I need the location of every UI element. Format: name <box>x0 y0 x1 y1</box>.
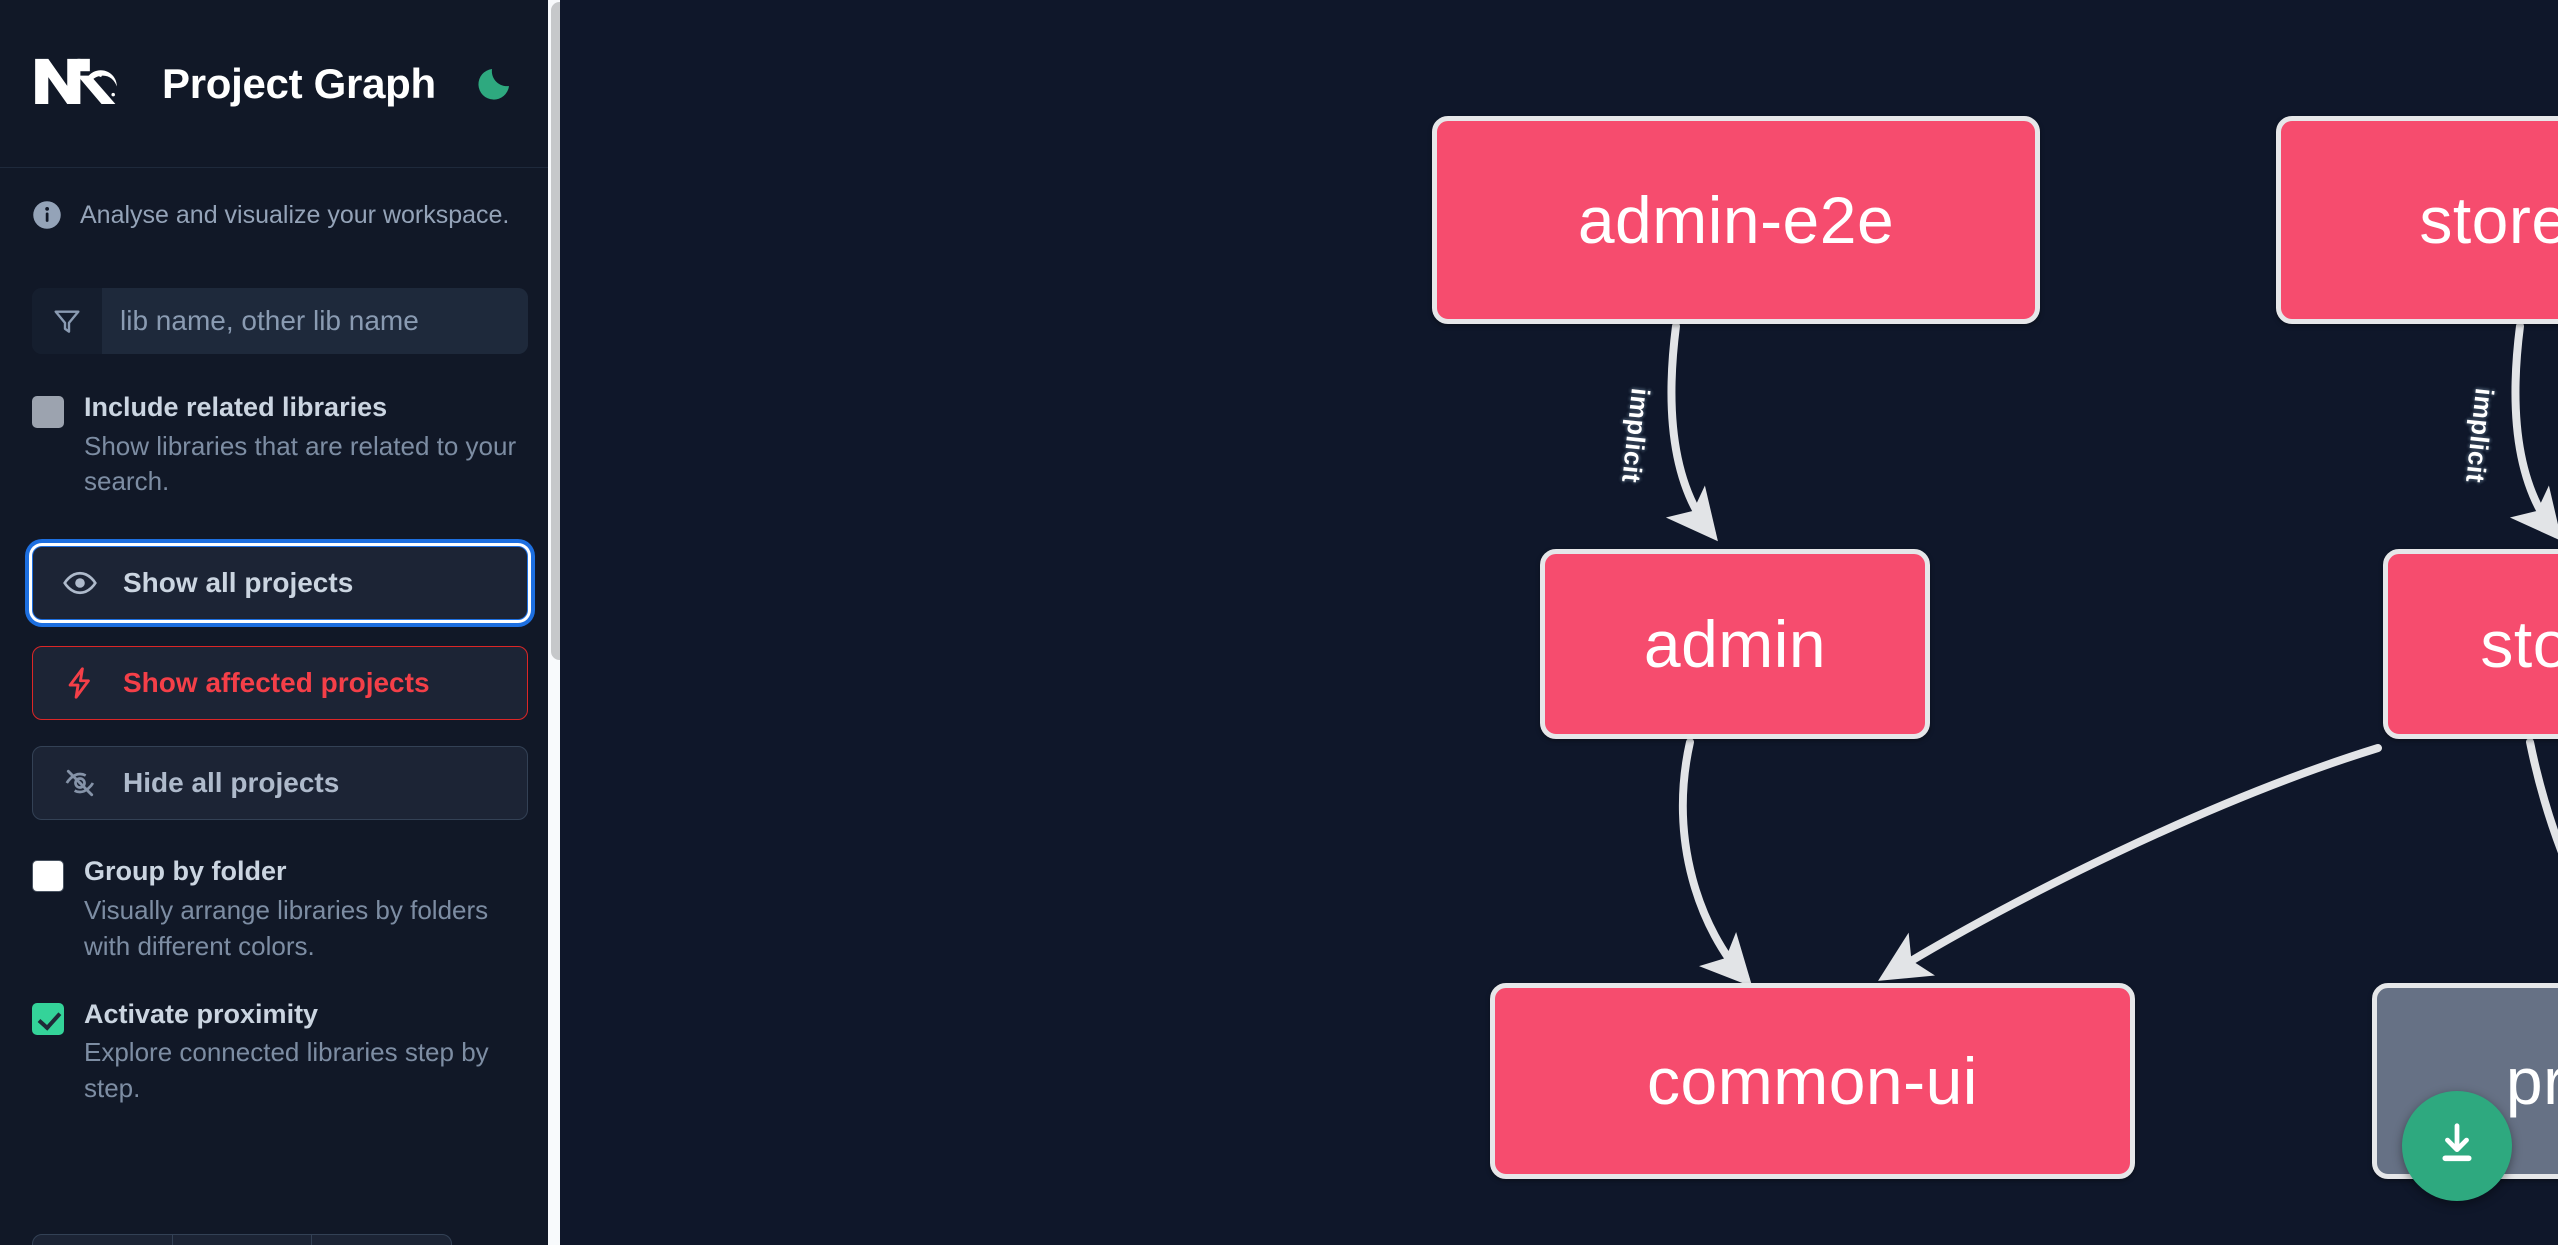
option-description: Explore connected libraries step by step… <box>84 1037 489 1104</box>
graph-canvas[interactable]: implicit implicit admin-e2e store-e2e ad… <box>560 0 2558 1245</box>
eye-off-icon <box>61 764 99 802</box>
node-label: store <box>2480 607 2558 681</box>
proximity-step-option[interactable] <box>33 1235 173 1245</box>
node-label: admin <box>1643 607 1827 681</box>
option-text: Group by folder Visually arrange librari… <box>84 854 528 964</box>
sidebar-header: Project Graph <box>0 0 560 168</box>
sidebar-scrollbar[interactable] <box>548 0 560 1245</box>
graph-node-store[interactable]: store <box>2383 549 2558 739</box>
group-by-folder-checkbox[interactable] <box>32 860 64 893</box>
show-affected-projects-label: Show affected projects <box>123 667 430 699</box>
download-icon <box>2431 1118 2483 1175</box>
sidebar-scroll-region: Project Graph Analyse and visualize yo <box>0 0 560 1245</box>
node-label: admin-e2e <box>1577 183 1895 257</box>
lightning-icon <box>61 664 99 702</box>
activate-proximity-checkbox[interactable] <box>32 1002 64 1035</box>
sidebar-scrollbar-thumb[interactable] <box>551 2 560 660</box>
option-group-by-folder[interactable]: Group by folder Visually arrange librari… <box>0 854 560 964</box>
proximity-step-option[interactable] <box>312 1235 451 1245</box>
show-affected-projects-button[interactable]: Show affected projects <box>32 646 528 721</box>
filter-icon <box>32 288 102 354</box>
nx-logo-icon <box>32 53 120 115</box>
download-graph-button[interactable] <box>2402 1091 2512 1201</box>
option-description: Visually arrange libraries by folders wi… <box>84 894 489 961</box>
node-label: products <box>2505 1044 2558 1118</box>
node-label: store-e2e <box>2419 183 2558 257</box>
hide-all-projects-label: Hide all projects <box>123 767 340 799</box>
proximity-step-option[interactable] <box>173 1235 313 1245</box>
moon-icon[interactable] <box>472 62 516 106</box>
search-input[interactable] <box>102 288 528 354</box>
node-label: common-ui <box>1647 1044 1978 1118</box>
graph-edges <box>1665 322 2558 987</box>
hide-all-projects-button[interactable]: Hide all projects <box>32 746 528 821</box>
eye-icon <box>61 564 99 602</box>
graph-node-store-e2e[interactable]: store-e2e <box>2276 116 2558 324</box>
show-all-projects-button[interactable]: Show all projects <box>32 546 528 621</box>
option-text: Include related libraries Show libraries… <box>84 390 528 500</box>
search-bar <box>32 288 528 354</box>
option-include-related-libraries[interactable]: Include related libraries Show libraries… <box>0 390 560 500</box>
show-all-projects-label: Show all projects <box>123 567 354 599</box>
option-title: Activate proximity <box>84 998 319 1029</box>
project-visibility-buttons: Show all projects Show affected projects <box>0 546 560 821</box>
graph-node-common-ui[interactable]: common-ui <box>1490 983 2135 1179</box>
sidebar: Project Graph Analyse and visualize yo <box>0 0 560 1245</box>
tagline-text: Analyse and visualize your workspace. <box>80 200 510 229</box>
info-icon <box>32 200 62 230</box>
option-title: Group by folder <box>84 856 287 887</box>
workspace-tagline: Analyse and visualize your workspace. <box>0 168 560 230</box>
graph-node-admin[interactable]: admin <box>1540 549 1930 739</box>
option-text: Activate proximity Explore connected lib… <box>84 997 528 1107</box>
page-title: Project Graph <box>162 59 436 107</box>
option-title: Include related libraries <box>84 392 388 422</box>
graph-node-admin-e2e[interactable]: admin-e2e <box>1432 116 2040 324</box>
option-description: Show libraries that are related to your … <box>84 430 517 497</box>
option-activate-proximity[interactable]: Activate proximity Explore connected lib… <box>0 997 560 1107</box>
include-related-libraries-checkbox[interactable] <box>32 396 64 428</box>
proximity-step-segmented-control[interactable] <box>32 1234 452 1245</box>
